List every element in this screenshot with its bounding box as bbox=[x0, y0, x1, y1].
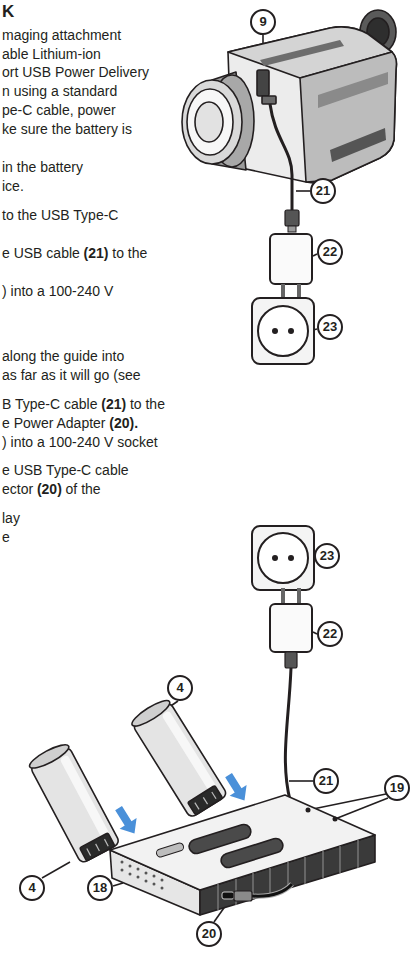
callout-number: 22 bbox=[317, 621, 343, 647]
callout-number: 19 bbox=[384, 775, 410, 801]
instruction-text: ) into a 100-240 V socket bbox=[2, 434, 158, 450]
instruction-line: along the guide into bbox=[2, 347, 124, 365]
instruction-text: e USB Type-C cable bbox=[2, 462, 129, 478]
instruction-text: to the bbox=[130, 396, 165, 412]
instruction-line: e USB Type-C cable bbox=[2, 461, 129, 479]
callout-number: 4 bbox=[167, 675, 193, 701]
callout-number: 9 bbox=[250, 9, 276, 35]
instruction-line: ) into a 100-240 V socket bbox=[2, 433, 158, 451]
instruction-line: ice. bbox=[2, 177, 24, 195]
instruction-line: maging attachment bbox=[2, 26, 121, 44]
instruction-text: e USB cable bbox=[2, 245, 80, 261]
instruction-line: to the USB Type-C bbox=[2, 206, 118, 224]
callout-number: 21 bbox=[313, 768, 339, 794]
insert-arrows bbox=[110, 770, 253, 839]
callout-reference: (21) bbox=[84, 245, 109, 261]
callout-number: 4 bbox=[19, 875, 45, 901]
callout-number: 22 bbox=[317, 239, 343, 265]
callout-reference: (20) bbox=[37, 481, 62, 497]
instruction-text: ort USB Power Delivery bbox=[2, 64, 149, 80]
instruction-line: lay bbox=[2, 509, 20, 527]
instruction-text: e Power Adapter bbox=[2, 415, 106, 431]
battery bbox=[27, 741, 120, 864]
power-adapter-top bbox=[270, 234, 312, 300]
callout-number: 21 bbox=[310, 178, 336, 204]
instruction-line: ke sure the battery is bbox=[2, 120, 132, 138]
instruction-line: n using a standard bbox=[2, 82, 117, 100]
wall-socket-top bbox=[252, 298, 314, 364]
instruction-line: e Power Adapter(20). bbox=[2, 414, 138, 432]
instruction-text: ke sure the battery is bbox=[2, 121, 132, 137]
callout-number: 18 bbox=[87, 875, 113, 901]
callout-number: 23 bbox=[317, 314, 343, 340]
instruction-line: pe-C cable, power bbox=[2, 101, 116, 119]
callout-reference: (20). bbox=[109, 415, 138, 431]
callout-number: 23 bbox=[314, 543, 340, 569]
instruction-text: e bbox=[2, 529, 10, 545]
battery-charger bbox=[110, 795, 375, 915]
instruction-text: along the guide into bbox=[2, 348, 124, 364]
instruction-text: to the bbox=[112, 245, 147, 261]
instruction-text: lay bbox=[2, 510, 20, 526]
instruction-text: maging attachment bbox=[2, 27, 121, 43]
instruction-text: pe-C cable, power bbox=[2, 102, 116, 118]
callout-reference: K bbox=[2, 2, 14, 21]
instruction-text: in the battery bbox=[2, 159, 83, 175]
instruction-text: of the bbox=[66, 481, 101, 497]
instruction-line: able Lithium-ion bbox=[2, 45, 101, 63]
instruction-line: e bbox=[2, 528, 10, 546]
instruction-line: e USB cable(21)to the bbox=[2, 244, 147, 262]
instruction-line: in the battery bbox=[2, 158, 83, 176]
instruction-text: ice. bbox=[2, 178, 24, 194]
callout-reference: (21) bbox=[101, 396, 126, 412]
instruction-text: able Lithium-ion bbox=[2, 46, 101, 62]
instruction-text: to the USB Type-C bbox=[2, 207, 118, 223]
instruction-text: B Type-C cable bbox=[2, 396, 97, 412]
battery bbox=[129, 697, 228, 819]
instruction-line: B Type-C cable(21)to the bbox=[2, 395, 165, 413]
callout-number: 20 bbox=[196, 921, 222, 947]
instruction-text: as far as it will go (see bbox=[2, 367, 141, 383]
instruction-line: as far as it will go (see bbox=[2, 366, 141, 384]
usb-cable-top bbox=[270, 104, 299, 232]
instruction-line: K bbox=[2, 2, 14, 22]
wall-socket-bottom bbox=[252, 526, 314, 590]
instruction-text: ector bbox=[2, 481, 33, 497]
charger-plug bbox=[234, 884, 292, 901]
instruction-line: ) into a 100-240 V bbox=[2, 282, 113, 300]
instruction-line: ector(20)of the bbox=[2, 480, 101, 498]
power-adapter-bottom bbox=[270, 588, 312, 652]
instruction-line: ort USB Power Delivery bbox=[2, 63, 149, 81]
instruction-text: n using a standard bbox=[2, 83, 117, 99]
instruction-text: ) into a 100-240 V bbox=[2, 283, 113, 299]
